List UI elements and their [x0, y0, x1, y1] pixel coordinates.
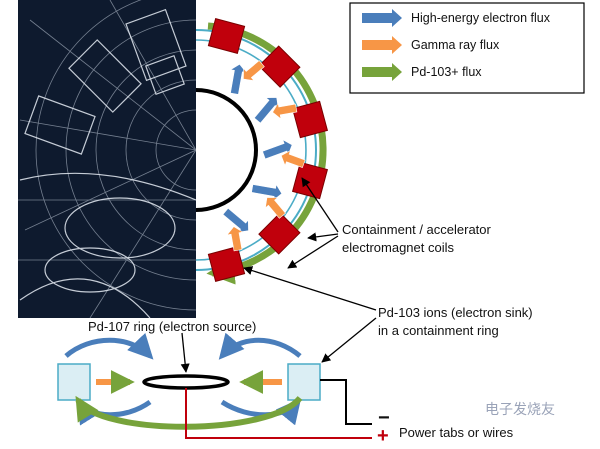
callout-arrow-coil-middle [307, 232, 339, 242]
blueprint-image [18, 0, 196, 318]
gamma-flux-arrow [226, 226, 244, 252]
central-core [195, 88, 258, 212]
electron-flux-arrow [253, 97, 279, 124]
legend-label: High-energy electron flux [411, 11, 551, 25]
watermark-text: 电子发烧友 [485, 402, 555, 418]
positive-wire [185, 388, 372, 439]
ions-label-line1: Pd-103 ions (electron sink) [378, 305, 533, 320]
pd107-ring [142, 374, 230, 390]
electromagnet-coil [291, 100, 329, 139]
inner-ring-line [195, 39, 307, 261]
callout-arrow-coil-upper [301, 177, 339, 233]
callout-arrow-ions-box [321, 317, 377, 363]
electron-flux-arrow [262, 139, 293, 160]
pd-flux-arc [206, 22, 327, 285]
linear-containment-diagram [57, 332, 372, 439]
electron-flux-arc-right [218, 332, 302, 360]
legend-item: High-energy electron flux [362, 9, 551, 27]
gamma-flux-arrow [280, 149, 306, 168]
electron-flux-arc-left [64, 332, 154, 360]
power-label: Power tabs or wires [399, 425, 514, 440]
gamma-flux-arrow [243, 60, 265, 82]
legend-label: Pd-103+ flux [411, 65, 482, 79]
callout-arrow-pd107 [180, 332, 190, 373]
pd103-box-left [57, 363, 91, 401]
electron-flux-arrow [222, 207, 249, 233]
negative-wire [320, 379, 372, 425]
blue-arrow-icon [362, 9, 402, 27]
pd107-label: Pd-107 ring (electron source) [88, 319, 257, 334]
coil-group [207, 17, 329, 283]
electromagnet-coil [258, 45, 301, 88]
gamma-flux-arrow [272, 102, 298, 120]
electromagnet-coil [207, 17, 246, 55]
gamma-flux-arrow [264, 197, 286, 219]
electron-flux-arrow [229, 63, 248, 95]
electromagnet-coil [207, 245, 246, 283]
plus-terminal: + [377, 425, 389, 447]
electron-flux-arrow [251, 183, 283, 202]
coils-label-line1: Containment / accelerator [342, 222, 491, 237]
callout-arrow-coil-lower [287, 235, 339, 269]
minus-terminal: − [378, 407, 390, 429]
ions-label-line2: in a containment ring [378, 323, 499, 338]
orange-arrow-icon [362, 36, 402, 54]
callout-arrow-ions-ring [243, 266, 377, 311]
legend-item: Gamma ray flux [362, 36, 500, 54]
coils-label-line2: electromagnet coils [342, 240, 454, 255]
outer-ring-line [195, 29, 317, 271]
legend-item: Pd-103+ flux [362, 63, 482, 81]
green-arrow-icon [362, 63, 402, 81]
electromagnet-coil [258, 212, 301, 255]
legend-label: Gamma ray flux [411, 38, 500, 52]
flux-arrows-group [222, 60, 306, 252]
pd103-box-right [287, 363, 321, 401]
electromagnet-coil [291, 161, 329, 200]
